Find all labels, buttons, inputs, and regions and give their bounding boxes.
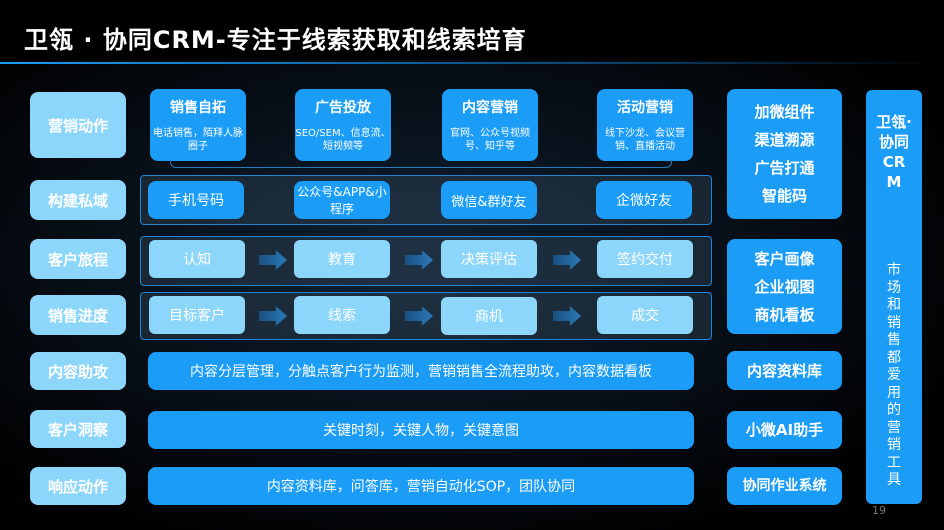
marketing-card: 活动营销线下沙龙、会议营销、直播活动 bbox=[597, 89, 693, 161]
private-item: 微信&群好友 bbox=[441, 181, 537, 219]
arrow-right-icon bbox=[553, 306, 581, 326]
tool-item: 智能码 bbox=[761, 187, 807, 205]
marketing-card: 内容营销官网、公众号视频号、知乎等 bbox=[442, 89, 538, 161]
arrow-right-icon bbox=[405, 306, 433, 326]
card-title: 活动营销 bbox=[617, 100, 673, 116]
content-bar: 内容分层管理，分触点客户行为监测，营销销售全流程助攻，内容数据看板 bbox=[148, 352, 694, 390]
card-title: 广告投放 bbox=[315, 100, 371, 116]
row-label-private: 构建私域 bbox=[30, 180, 126, 220]
card-desc: 电话销售，陌拜人脉圈子 bbox=[153, 128, 243, 152]
right-box-tools: 加微组件 渠道溯源 广告打通 智能码 bbox=[727, 89, 842, 219]
row-label-content: 内容助攻 bbox=[30, 352, 126, 390]
title-divider bbox=[0, 62, 944, 64]
view-item: 客户画像 bbox=[754, 249, 815, 268]
arrow-right-icon bbox=[259, 306, 287, 326]
sales-step: 目标客户 bbox=[149, 296, 245, 334]
journey-step: 教育 bbox=[294, 240, 390, 278]
insight-bar: 关键时刻，关键人物，关键意图 bbox=[148, 411, 694, 449]
row-label-insight: 客户洞察 bbox=[30, 410, 126, 448]
page-title: 卫瓴 · 协同CRM-专注于线索获取和线索培育 bbox=[24, 26, 527, 54]
side-slogan: 市场和销售都爱用的营销工具 bbox=[887, 262, 901, 488]
card-desc: SEO/SEM、信息流、短视频等 bbox=[295, 128, 391, 152]
sales-step: 商机 bbox=[441, 297, 537, 335]
right-box-ai: 小微AI助手 bbox=[727, 411, 842, 449]
journey-step: 签约交付 bbox=[597, 240, 693, 278]
card-title: 销售自拓 bbox=[170, 100, 226, 116]
sales-step: 成交 bbox=[597, 296, 693, 334]
tool-item: 渠道溯源 bbox=[754, 131, 815, 149]
arrow-right-icon bbox=[553, 250, 581, 270]
tool-item: 广告打通 bbox=[754, 159, 815, 177]
page-number: 19 bbox=[872, 504, 886, 517]
side-banner: 卫瓴·协同CRM 市场和销售都爱用的营销工具 bbox=[866, 90, 922, 504]
row-label-sales: 销售进度 bbox=[30, 295, 126, 335]
response-bar: 内容资料库，问答库，营销自动化SOP，团队协同 bbox=[148, 467, 694, 505]
private-item: 企微好友 bbox=[596, 181, 692, 219]
sales-step: 线索 bbox=[294, 296, 390, 334]
row-label-journey: 客户旅程 bbox=[30, 239, 126, 279]
journey-step: 认知 bbox=[149, 240, 245, 278]
journey-step: 决策评估 bbox=[441, 240, 537, 278]
arrow-right-icon bbox=[259, 250, 287, 270]
row-label-response: 响应动作 bbox=[30, 467, 126, 505]
card-desc: 官网、公众号视频号、知乎等 bbox=[450, 128, 530, 152]
side-brand: 卫瓴·协同CRM bbox=[876, 113, 912, 191]
arrow-right-icon bbox=[405, 250, 433, 270]
private-item: 手机号码 bbox=[148, 181, 244, 219]
view-item: 企业视图 bbox=[754, 277, 815, 296]
row-label-marketing: 营销动作 bbox=[30, 92, 126, 158]
right-box-views: 客户画像 企业视图 商机看板 bbox=[727, 239, 842, 334]
view-item: 商机看板 bbox=[754, 305, 815, 324]
marketing-card: 销售自拓电话销售，陌拜人脉圈子 bbox=[150, 89, 246, 161]
card-title: 内容营销 bbox=[462, 100, 518, 116]
right-box-collab: 协同作业系统 bbox=[727, 467, 842, 505]
right-box-content: 内容资料库 bbox=[727, 351, 842, 390]
marketing-card: 广告投放 SEO/SEM、信息流、短视频等 bbox=[295, 89, 391, 161]
tool-item: 加微组件 bbox=[754, 103, 815, 121]
private-item: 公众号&APP&小程序 bbox=[294, 181, 390, 219]
card-desc: 线下沙龙、会议营销、直播活动 bbox=[605, 128, 685, 152]
brace bbox=[170, 160, 672, 168]
